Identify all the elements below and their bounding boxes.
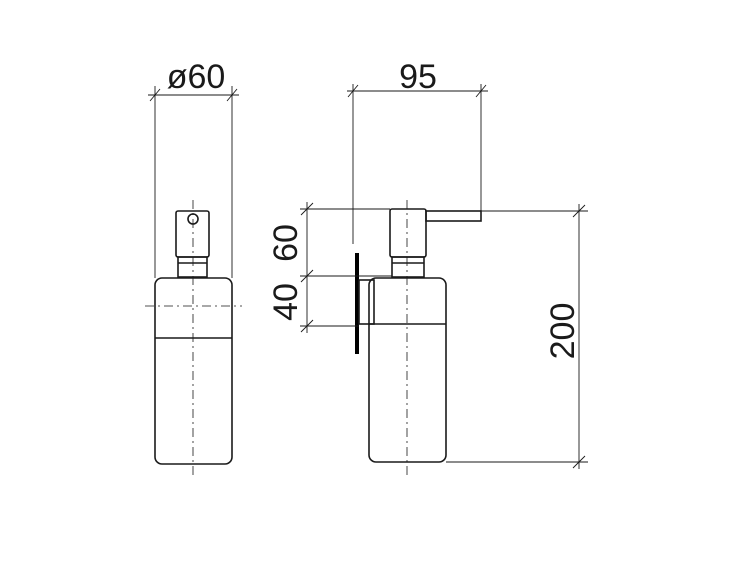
front-bottle-body [154, 277, 233, 465]
height-tick-top [572, 204, 586, 218]
height-total-label: 200 [544, 303, 582, 360]
side-spout [425, 210, 482, 222]
front-pump-neck [177, 256, 208, 278]
lower-tick-bottom [300, 319, 314, 333]
side-view: 95 200 60 40 [267, 58, 588, 475]
front-view: ø60 [145, 58, 242, 475]
diameter-tick-left [149, 88, 161, 102]
diameter-tick-right [226, 88, 238, 102]
side-pump-head [389, 208, 427, 258]
upper-tick-mid [300, 269, 314, 283]
diameter-label: ø60 [167, 58, 226, 96]
wall-bracket [358, 279, 375, 325]
upper-tick-top [300, 202, 314, 216]
projection-tick-right [475, 84, 487, 98]
projection-tick-left [347, 84, 359, 98]
projection-label: 95 [399, 58, 437, 96]
height-lower-label: 40 [267, 283, 305, 321]
height-tick-bottom [572, 455, 586, 469]
side-pump-neck [391, 256, 425, 278]
side-bottle-body [368, 277, 447, 463]
front-pump-head [175, 210, 210, 258]
height-upper-label: 60 [267, 224, 305, 262]
